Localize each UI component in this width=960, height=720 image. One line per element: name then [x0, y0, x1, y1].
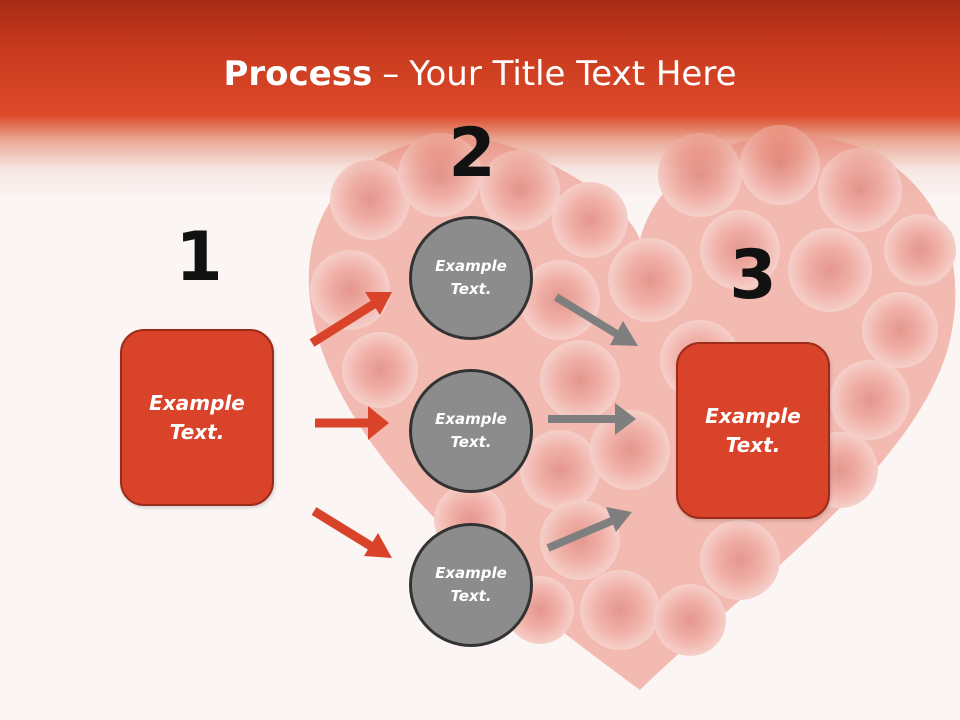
step-number-1: 1 [175, 218, 223, 297]
step-3-text-line2: Text. [725, 432, 781, 457]
circle-middle-line2: Text. [450, 433, 492, 451]
red-arrow-right [315, 406, 389, 440]
title-bold: Process [223, 54, 373, 94]
circle-top-line1: Example [435, 257, 507, 275]
red-arrow-down [311, 507, 392, 558]
title-separator: – [382, 54, 400, 94]
step-2-circle-middle: Example Text. [409, 369, 533, 493]
step-3-box: Example Text. [676, 342, 830, 519]
gray-arrow-up [546, 507, 632, 552]
red-arrow-up [309, 292, 392, 347]
step-2-circle-bottom: Example Text. [409, 523, 533, 647]
gray-arrow-down [553, 293, 638, 346]
circle-middle-line1: Example [435, 410, 507, 428]
step-3-text-line1: Example [705, 403, 801, 428]
title-rest: Your Title Text Here [409, 54, 737, 94]
step-1-text-line2: Text. [169, 419, 225, 444]
step-number-3: 3 [729, 236, 777, 315]
step-2-circle-top: Example Text. [409, 216, 533, 340]
circle-bottom-line2: Text. [450, 587, 492, 605]
step-1-text-line1: Example [149, 390, 245, 415]
page-title: Process–Your Title Text Here [0, 52, 960, 96]
gray-arrow-right [548, 403, 636, 435]
circle-top-line2: Text. [450, 280, 492, 298]
circle-bottom-line1: Example [435, 564, 507, 582]
step-number-2: 2 [448, 114, 496, 193]
step-1-box: Example Text. [120, 329, 274, 506]
